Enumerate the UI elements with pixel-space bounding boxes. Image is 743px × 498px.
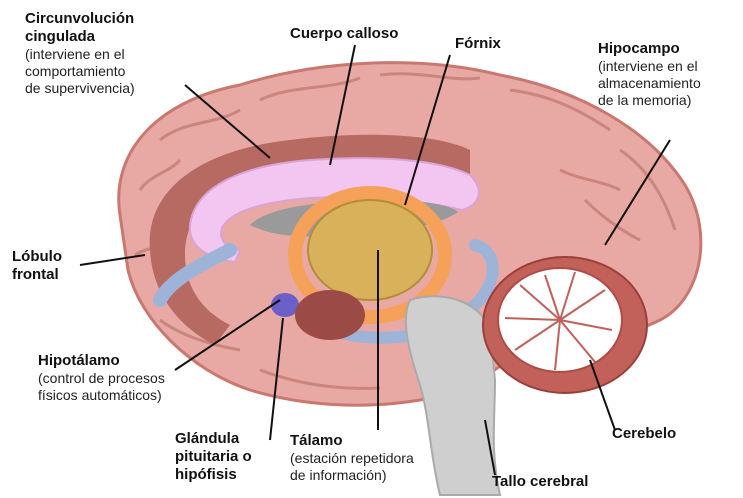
label-hippocampus-title: Hipocampo: [598, 40, 701, 58]
label-cerebellum-title: Cerebelo: [612, 425, 676, 443]
label-brainstem: Tallo cerebral: [492, 473, 588, 491]
label-pituitary-title-2: pituitaria o: [175, 448, 252, 466]
label-hypothalamus-desc-2: físicos automáticos): [38, 387, 165, 404]
label-cingulate-desc-1: (interviene en el: [25, 46, 135, 63]
label-cingulate-title-2: cingulada: [25, 28, 135, 46]
label-cerebellum: Cerebelo: [612, 425, 676, 443]
label-cingulate: Circunvolución cingulada (interviene en …: [25, 10, 135, 97]
label-hippocampus: Hipocampo (interviene en el almacenamien…: [598, 40, 701, 109]
label-brainstem-title: Tallo cerebral: [492, 473, 588, 491]
label-hypothalamus: Hipotálamo (control de procesos físicos …: [38, 352, 165, 404]
label-cingulate-desc-2: comportamiento: [25, 63, 135, 80]
label-frontal-title-1: Lóbulo: [12, 248, 62, 266]
label-fornix: Fórnix: [455, 35, 501, 53]
label-thalamus-desc-2: de información): [290, 467, 414, 484]
thalamus: [308, 200, 432, 300]
label-cingulate-desc-3: de supervivencia): [25, 80, 135, 97]
label-thalamus: Tálamo (estación repetidora de informaci…: [290, 432, 414, 484]
label-thalamus-desc-1: (estación repetidora: [290, 450, 414, 467]
label-hypothalamus-title: Hipotálamo: [38, 352, 165, 370]
midbrain-structure: [295, 290, 365, 340]
label-hippocampus-desc-2: almacenamiento: [598, 75, 701, 92]
label-frontal: Lóbulo frontal: [12, 248, 62, 284]
label-pituitary-title-1: Glándula: [175, 430, 252, 448]
label-hypothalamus-desc-1: (control de procesos: [38, 370, 165, 387]
label-hippocampus-desc-1: (interviene en el: [598, 58, 701, 75]
label-thalamus-title: Tálamo: [290, 432, 414, 450]
label-fornix-title: Fórnix: [455, 35, 501, 53]
label-corpus: Cuerpo calloso: [290, 25, 398, 43]
label-cingulate-title-1: Circunvolución: [25, 10, 135, 28]
hypothalamus: [271, 293, 299, 317]
label-corpus-title: Cuerpo calloso: [290, 25, 398, 43]
label-frontal-title-2: frontal: [12, 266, 62, 284]
label-pituitary: Glándula pituitaria o hipófisis: [175, 430, 252, 484]
label-pituitary-title-3: hipófisis: [175, 466, 252, 484]
label-hippocampus-desc-3: de la memoria): [598, 92, 701, 109]
